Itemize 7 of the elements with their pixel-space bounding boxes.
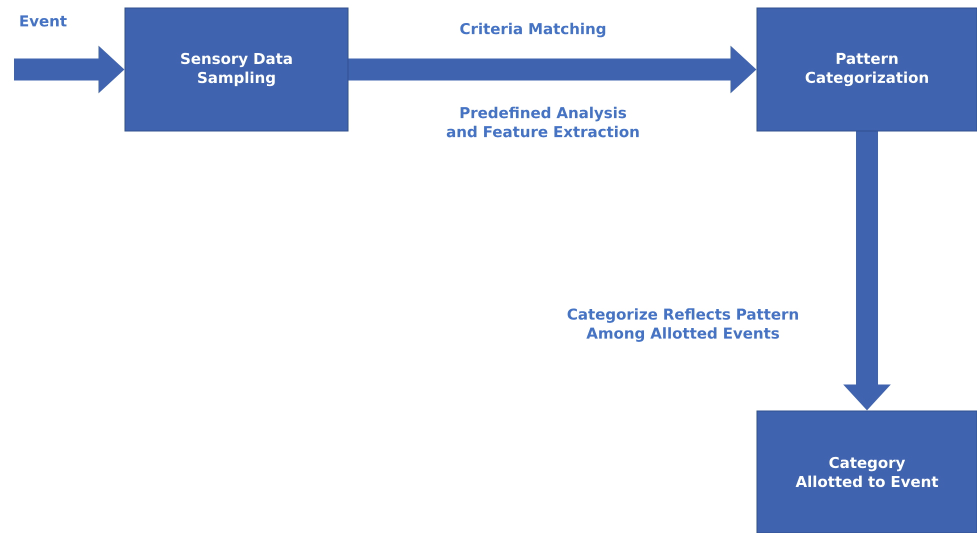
process-box: Pattern Categorization xyxy=(756,8,977,132)
process-box: Sensory Data Sampling xyxy=(124,8,348,132)
edge-label: Criteria Matching xyxy=(460,22,606,38)
note-text: Predefined Analysis and Feature Extraction xyxy=(446,106,639,138)
edge-label: Event xyxy=(20,15,67,27)
process-box: Category Allotted to Event xyxy=(756,410,977,533)
edge-label: Categorize Reflects Pattern Among Allotted Events xyxy=(568,308,798,342)
